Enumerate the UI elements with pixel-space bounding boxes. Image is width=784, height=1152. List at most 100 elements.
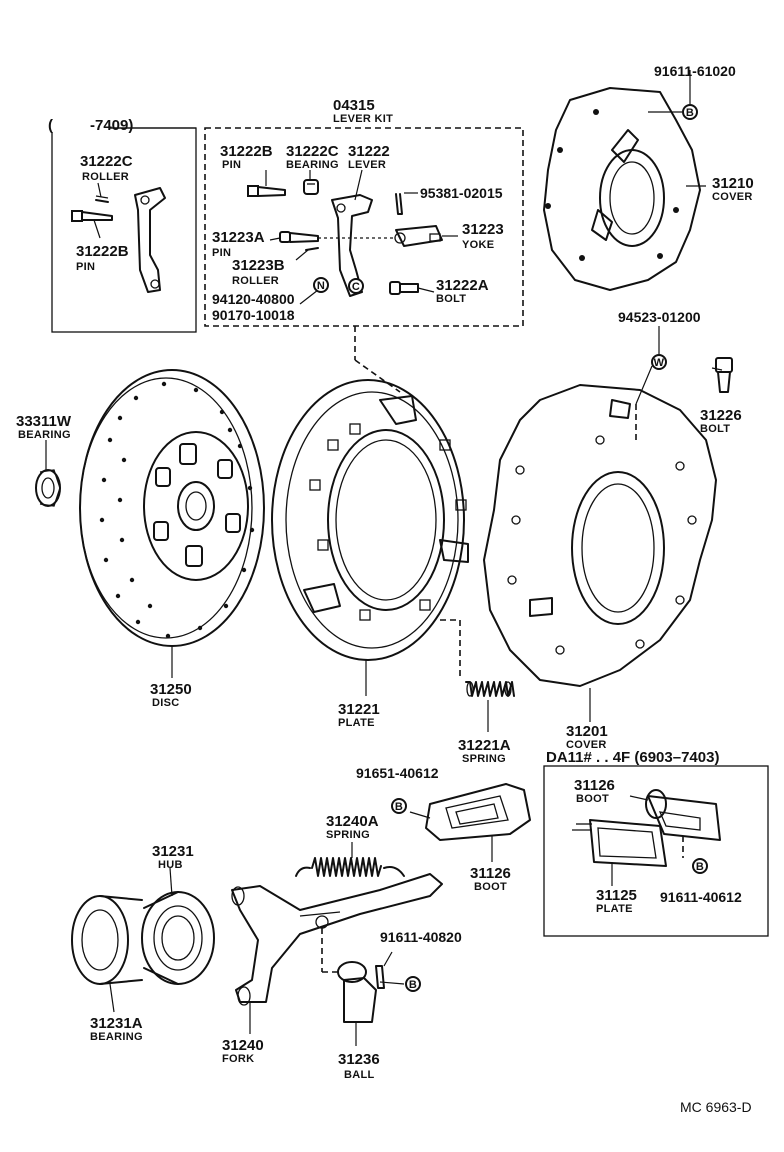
part-number-31222C-left: 31222C — [80, 153, 133, 170]
part-name-pilot-bearing: BEARING — [18, 429, 71, 441]
part-number-31222A: 31222A — [436, 277, 489, 294]
svg-text:W: W — [654, 357, 665, 369]
early-lever — [134, 187, 166, 293]
part-name-hub: HUB — [158, 859, 183, 871]
svg-text:(: ( — [48, 117, 53, 134]
part-name-release-bearing: BEARING — [90, 1031, 143, 1043]
pilot-bearing-drawing — [35, 469, 61, 507]
part-number-31201: 31201 — [566, 723, 608, 740]
part-number-31250: 31250 — [150, 681, 192, 698]
part-number-31223A: 31223A — [212, 229, 265, 246]
part-name-roller-b: ROLLER — [232, 275, 279, 287]
part-name-lever: LEVER — [348, 159, 386, 171]
cover-31210-drawing — [543, 87, 701, 291]
pressure-spring-drawing — [465, 681, 515, 697]
marker-b-top: B — [682, 104, 698, 120]
part-number-94120: 94120-40800 — [212, 291, 295, 307]
marker-b-boot: B — [391, 798, 407, 814]
cover-31201-drawing — [483, 384, 717, 687]
part-name-roller-left: ROLLER — [82, 171, 129, 183]
return-spring-drawing — [295, 857, 405, 877]
part-number-95381: 95381-02015 — [420, 185, 503, 201]
part-name-boot-plate: PLATE — [596, 903, 633, 915]
part-name-fork: FORK — [222, 1053, 254, 1065]
clutch-disc-drawing — [79, 369, 265, 647]
part-number-31210: 31210 — [712, 175, 754, 192]
part-number-31221: 31221 — [338, 701, 380, 718]
part-number-91611-40820: 91611-40820 — [380, 929, 462, 945]
part-name-yoke: YOKE — [462, 239, 494, 251]
lever-kit-bolt-a — [389, 281, 419, 295]
lever-kit-cotter — [395, 193, 403, 215]
part-name-disc: DISC — [152, 697, 179, 709]
plate-31125-drawing — [572, 819, 667, 867]
release-fork-drawing — [231, 873, 443, 1006]
svg-text:B: B — [395, 801, 403, 813]
part-number-33311W: 33311W — [16, 413, 72, 430]
svg-text:B: B — [686, 107, 694, 119]
part-name-plate: PLATE — [338, 717, 375, 729]
part-name-pin: PIN — [222, 159, 241, 171]
part-number-91651: 91651-40612 — [356, 765, 439, 781]
part-number-94523: 94523-01200 — [618, 309, 701, 325]
bolt-31226-drawing — [715, 357, 733, 393]
release-bearing-drawing — [71, 895, 143, 985]
part-name-boot: BOOT — [474, 881, 507, 893]
part-number-31222: 31222 — [348, 143, 390, 160]
part-name-boot-box: BOOT — [576, 793, 609, 805]
early-model-range: -7409) — [90, 117, 133, 134]
part-name-bearing-kit: BEARING — [286, 159, 339, 171]
part-name-bolt: BOLT — [700, 423, 730, 435]
part-number-31222B: 31222B — [220, 143, 273, 160]
lever-kit-roller-b — [305, 247, 319, 251]
part-name-ball: BALL — [344, 1069, 375, 1081]
svg-text:C: C — [352, 281, 360, 293]
early-model-box: ( -7409) — [48, 117, 197, 333]
lever-kit-number: 04315 — [333, 97, 375, 114]
part-number-31231: 31231 — [152, 843, 194, 860]
lever-kit-yoke — [394, 225, 443, 247]
marker-w: W — [651, 354, 667, 370]
part-number-90170: 90170-10018 — [212, 307, 295, 323]
svg-text:B: B — [696, 861, 704, 873]
part-number-91611-61020: 91611-61020 — [654, 63, 736, 79]
pressure-plate-drawing — [271, 379, 469, 661]
marker-c: C — [348, 278, 364, 294]
boot-31126-box-drawing — [645, 789, 721, 841]
part-number-31226: 31226 — [700, 407, 742, 424]
part-number-31223B: 31223B — [232, 257, 285, 274]
part-number-31240: 31240 — [222, 1037, 264, 1054]
part-name-spring: SPRING — [462, 753, 506, 765]
part-name-pin-left: PIN — [76, 261, 95, 273]
lever-kit-pin — [247, 185, 286, 197]
lever-kit-box: 04315 LEVER KIT — [204, 97, 524, 393]
part-number-31231A: 31231A — [90, 1015, 143, 1032]
da11-box-title: DA11# . . 4F (6903–7403) — [546, 749, 719, 766]
da11-box: DA11# . . 4F (6903–7403) — [543, 749, 769, 937]
drawing-code: MC 6963-D — [680, 1099, 752, 1115]
part-number-91611-40612: 91611-40612 — [660, 889, 742, 905]
lever-kit-name: LEVER KIT — [333, 113, 393, 125]
part-number-31236: 31236 — [338, 1051, 380, 1068]
pivot-ball-drawing — [337, 961, 385, 1023]
marker-n: N — [313, 277, 329, 293]
part-number-31126: 31126 — [470, 865, 511, 882]
release-hub-drawing — [141, 891, 215, 985]
early-roller — [95, 195, 109, 203]
marker-b-da11: B — [692, 858, 708, 874]
part-name-cover: COVER — [566, 739, 607, 751]
svg-text:N: N — [317, 280, 325, 292]
boot-31126-drawing — [425, 783, 531, 841]
part-number-31223: 31223 — [462, 221, 504, 238]
part-number-31125: 31125 — [596, 887, 637, 904]
part-number-31240A: 31240A — [326, 813, 379, 830]
part-number-31126-box: 31126 — [574, 777, 615, 794]
svg-text:B: B — [409, 979, 417, 991]
part-number-31221A: 31221A — [458, 737, 511, 754]
part-name-bolt-a: BOLT — [436, 293, 466, 305]
lever-kit-bearing — [303, 179, 319, 195]
part-number-31222B-left: 31222B — [76, 243, 129, 260]
part-name-pin-a: PIN — [212, 247, 231, 259]
